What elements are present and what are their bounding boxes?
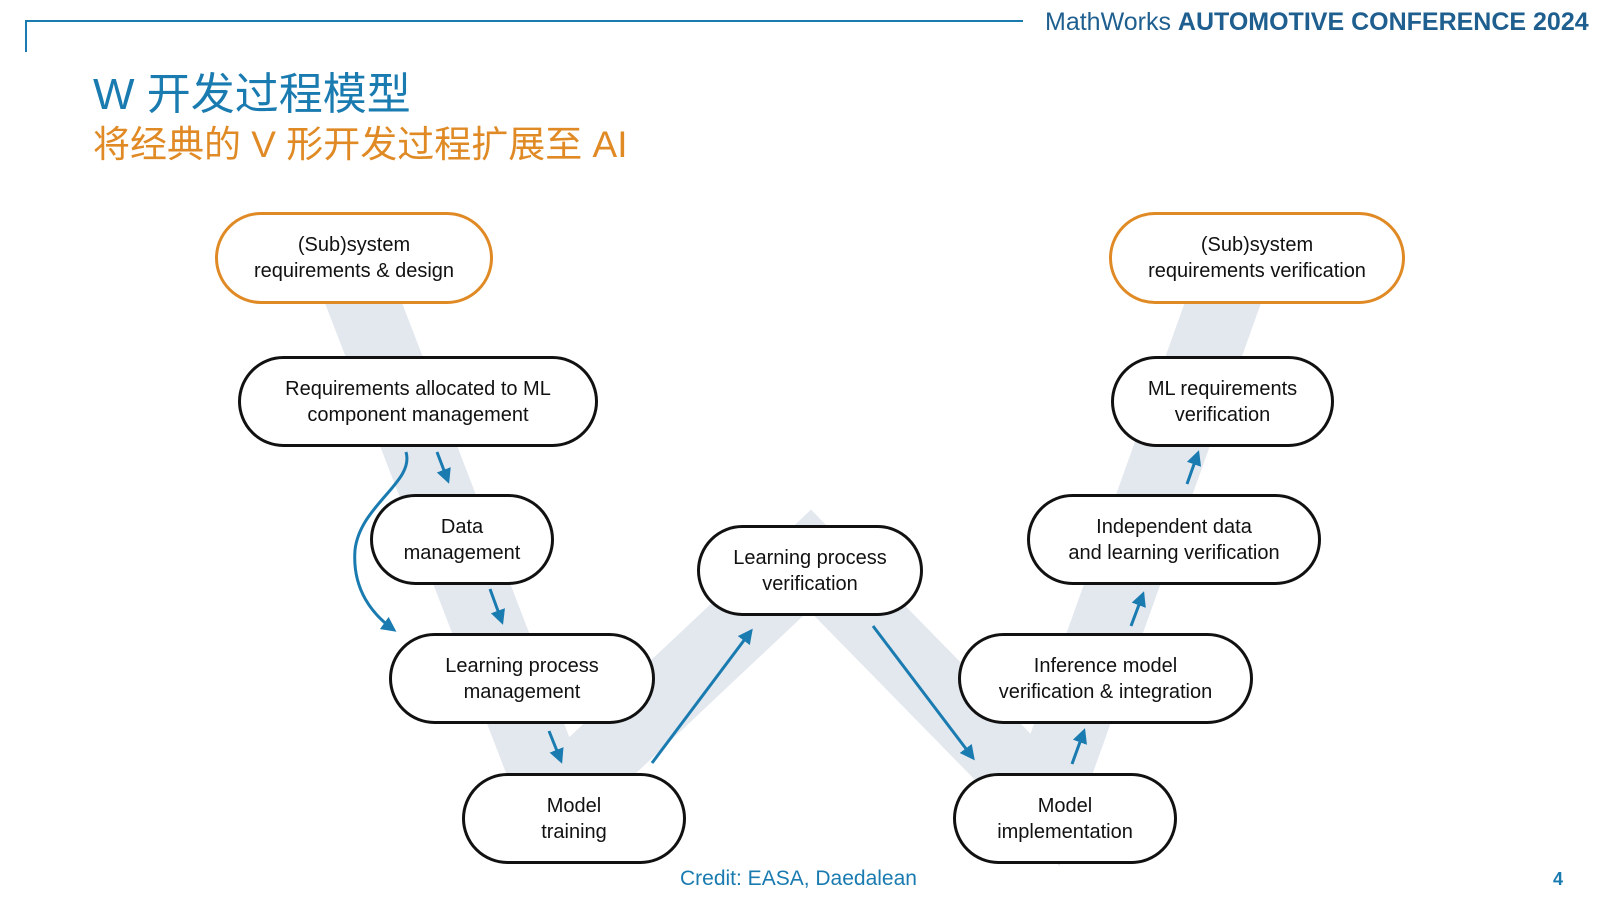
node-subsystem-requirements-design: (Sub)system requirements & design <box>215 212 493 304</box>
node-label-line: requirements & design <box>253 260 455 282</box>
arrow-data-to-learning <box>488 588 505 625</box>
node-label-line: implementation <box>997 820 1133 843</box>
node-label-line: (Sub)system <box>1200 234 1314 256</box>
node-label-line: Inference model <box>1033 654 1178 677</box>
node-label-line: verification <box>1174 403 1271 426</box>
node-inference-model-verification: Inference model verification & integrati… <box>958 633 1253 724</box>
node-model-implementation: Model implementation <box>953 773 1177 864</box>
node-label-line: Data <box>440 515 484 538</box>
node-independent-data-learning-verification: Independent data and learning verificati… <box>1027 494 1321 585</box>
node-label-line: component management <box>307 403 529 426</box>
node-label-line: (Sub)system <box>297 234 411 256</box>
node-data-management: Data management <box>370 494 554 585</box>
node-requirements-allocated-ml: Requirements allocated to ML component m… <box>238 356 598 447</box>
node-label-line: management <box>463 680 581 703</box>
node-learning-process-verification: Learning process verification <box>697 525 923 616</box>
page-subtitle: 将经典的 V 形开发过程扩展至 AI <box>93 124 628 165</box>
credit-text: Credit: EASA, Daedalean <box>680 867 917 890</box>
arrow-inference-to-independent <box>1129 591 1146 627</box>
header-rule-tick <box>25 20 27 52</box>
arrow-independent-to-ml-req <box>1185 450 1202 485</box>
node-learning-process-management: Learning process management <box>389 633 655 724</box>
node-label-line: and learning verification <box>1068 541 1280 564</box>
conference-header: MathWorks AUTOMOTIVE CONFERENCE 2024 <box>1045 6 1589 38</box>
brand-name: MathWorks <box>1045 8 1171 36</box>
node-label-line: verification & integration <box>998 680 1213 703</box>
node-label-line: Learning process <box>733 546 887 569</box>
page-number: 4 <box>1553 869 1564 889</box>
page-title: W 开发过程模型 <box>93 70 411 119</box>
node-label-line: ML requirements <box>1147 377 1298 400</box>
node-label-line: requirements verification <box>1148 260 1366 282</box>
node-label-line: Requirements allocated to ML <box>285 377 551 400</box>
arrow-req-to-data <box>435 451 451 484</box>
node-model-training: Model training <box>462 773 686 864</box>
node-label-line: Model <box>1037 794 1093 817</box>
node-label-line: Learning process <box>445 654 599 677</box>
header-rule <box>25 20 1023 22</box>
arrow-req-to-learning-curved <box>353 451 409 632</box>
arrow-learning-verification-to-implementation <box>871 625 975 761</box>
node-label-line: management <box>403 541 521 564</box>
node-label-line: training <box>541 820 607 843</box>
node-ml-requirements-verification: ML requirements verification <box>1111 356 1334 447</box>
arrow-implementation-to-inference <box>1070 728 1087 765</box>
arrow-learning-to-training <box>547 730 564 764</box>
node-label-line: Model <box>546 794 602 817</box>
node-subsystem-requirements-verification: (Sub)system requirements verification <box>1109 212 1405 304</box>
node-label-line: verification <box>762 572 858 595</box>
event-name: AUTOMOTIVE CONFERENCE 2024 <box>1177 8 1589 36</box>
node-label-line: Independent data <box>1096 515 1252 538</box>
arrow-training-to-learning-verification <box>650 628 753 764</box>
